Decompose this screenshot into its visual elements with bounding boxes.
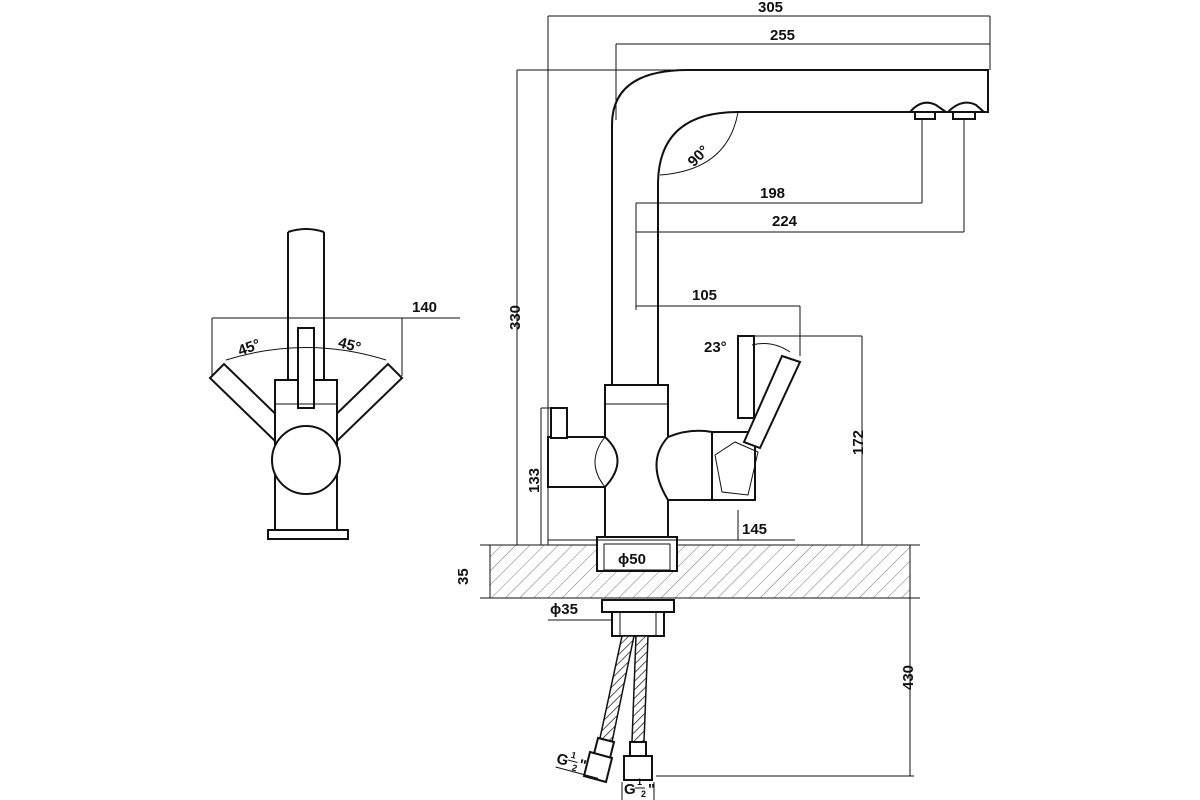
lever-tilted — [742, 354, 802, 450]
dim-105: 105 — [692, 287, 717, 304]
svg-text:2: 2 — [641, 789, 646, 799]
base-phi50-box — [596, 536, 678, 572]
dim-45-left: 45° — [236, 336, 263, 360]
svg-text:G: G — [624, 781, 636, 798]
svg-text:1: 1 — [570, 750, 577, 761]
dim-224: 224 — [772, 213, 798, 230]
outlet-right — [945, 101, 987, 113]
right-knob — [655, 429, 713, 501]
side-lever-upright — [297, 327, 315, 409]
dim-305: 305 — [758, 0, 783, 16]
left-knob-stem — [550, 407, 568, 439]
side-angle-arc — [225, 347, 387, 361]
side-spout — [287, 228, 325, 380]
dim-phi35: ϕ35 — [550, 601, 578, 618]
fitting-left-nut — [582, 750, 614, 784]
dim-145: 145 — [742, 521, 767, 538]
connection-left-label: G 1 2 " — [555, 750, 599, 779]
dim-23: 23° — [704, 339, 727, 356]
front-view: ϕ50 90° 23° ϕ35 — [455, 0, 991, 800]
outlet-left — [907, 101, 950, 113]
angle-90-arc — [659, 111, 739, 176]
dim-133: 133 — [526, 468, 543, 493]
dim-phi50: ϕ50 — [618, 551, 646, 568]
left-knob — [547, 436, 619, 488]
svg-text:": " — [648, 781, 655, 798]
hose-left — [599, 635, 635, 743]
hose-right — [631, 635, 649, 743]
dim-90: 90° — [685, 142, 713, 170]
svg-text:": " — [577, 756, 588, 774]
spout — [611, 69, 989, 385]
shank — [611, 611, 665, 637]
lever-vertical — [737, 335, 755, 419]
connection-right-label: G 1 2 " — [624, 777, 655, 799]
right-handle-base — [711, 431, 756, 501]
dim-255: 255 — [770, 27, 795, 44]
fitting-right-collar — [629, 741, 647, 757]
dim-35: 35 — [455, 568, 472, 585]
svg-text:G: G — [555, 750, 571, 769]
countertop-section — [489, 544, 911, 599]
dim-172: 172 — [850, 430, 867, 455]
dim-198: 198 — [760, 185, 785, 202]
dim-430: 430 — [900, 665, 917, 690]
side-base-plate — [267, 529, 349, 540]
mounting-nut — [601, 599, 675, 613]
dim-330: 330 — [507, 305, 524, 330]
dim-140: 140 — [412, 299, 437, 316]
fitting-right-nut — [623, 755, 653, 781]
side-knob — [271, 425, 341, 495]
svg-text:1: 1 — [637, 777, 642, 787]
dim-45-right: 45° — [336, 334, 362, 356]
svg-text:2: 2 — [571, 762, 578, 773]
side-view: 140 45° 45° — [208, 228, 460, 540]
